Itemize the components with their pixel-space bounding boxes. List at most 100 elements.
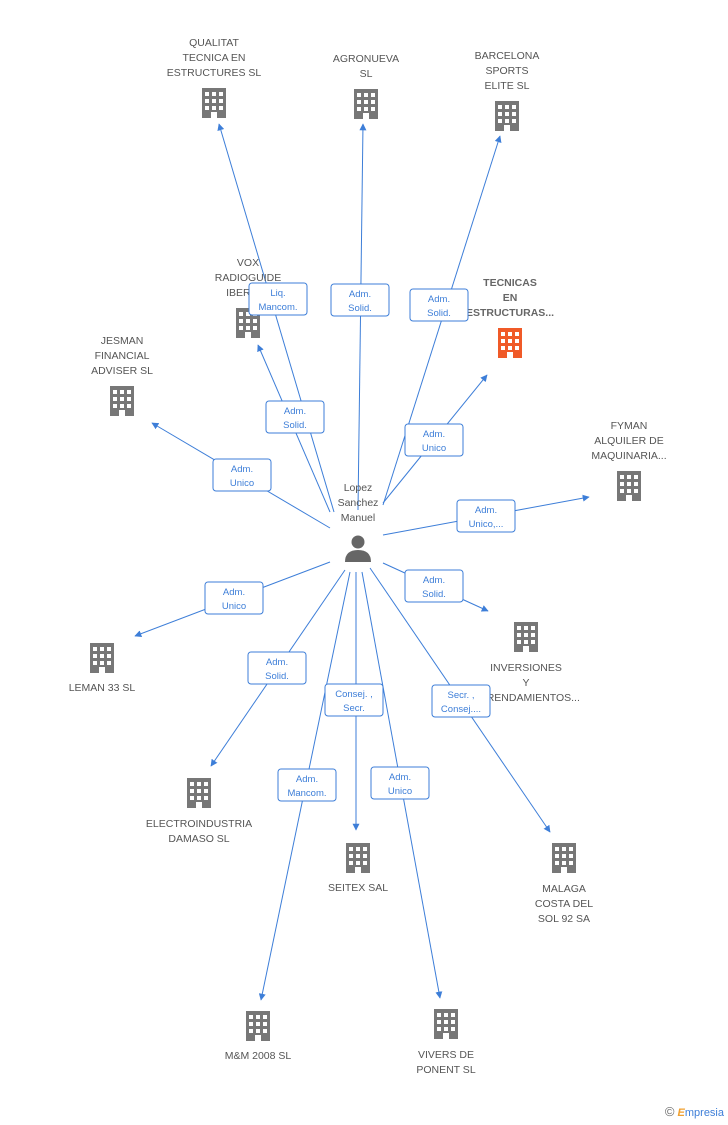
building-icon [346, 843, 370, 873]
company-node-inversiones[interactable]: INVERSIONES Y ARRENDAMIENTOS... [472, 622, 580, 704]
person-name-line: Manuel [341, 512, 375, 524]
edge-agronueva [357, 123, 367, 511]
role-badge-barcelona[interactable]: Adm. Solid. [409, 288, 469, 322]
company-label-line: TECNICAS [483, 277, 537, 289]
role-text-line: Solid. [422, 589, 446, 600]
role-badge-frame [265, 400, 325, 434]
role-text-line: Solid. [427, 308, 451, 319]
role-badge-frame [456, 499, 516, 533]
role-text-line: Adm. [423, 429, 445, 440]
company-label-line: Y [522, 677, 529, 689]
copyright-icon: © [664, 1104, 675, 1119]
role-text-line: Unico [422, 443, 446, 454]
role-badge-electro[interactable]: Adm.Solid. [247, 651, 307, 685]
role-text-line: Consej.... [441, 704, 481, 715]
role-text-line: Adm. [475, 505, 497, 516]
company-node-jesman[interactable]: JESMAN FINANCIAL ADVISER SL [91, 335, 153, 416]
company-label-line: QUALITAT [189, 37, 239, 49]
person-name-line: Sanchez [338, 497, 379, 509]
role-text-line: Mancom. [287, 788, 326, 799]
role-text-line: Adm. [428, 294, 450, 305]
company-label-line: DAMASO SL [168, 833, 229, 845]
company-node-tecnicas[interactable]: TECNICAS EN ESTRUCTURAS... [466, 277, 554, 358]
role-text-line: Adm. [223, 587, 245, 598]
company-label-line: ALQUILER DE [594, 435, 663, 447]
person-name-line: Lopez [344, 482, 373, 494]
company-label-line: JESMAN [101, 335, 144, 347]
role-badge-qualitat[interactable]: Liq.Mancom. [248, 282, 308, 316]
role-badge-frame [404, 423, 464, 457]
building-icon [434, 1009, 458, 1039]
role-badge-vox[interactable]: Adm.Solid. [265, 400, 325, 434]
company-node-seitex[interactable]: SEITEX SAL [328, 843, 388, 894]
role-text-line: Unico,... [469, 519, 504, 530]
company-label-line: VOX [237, 257, 259, 269]
building-icon [90, 643, 114, 673]
building-icon [246, 1011, 270, 1041]
building-icon [354, 89, 378, 119]
company-label-line: RADIOGUIDE [215, 272, 282, 284]
role-text-line: Adm. [349, 289, 371, 300]
company-label-line: ADVISER SL [91, 365, 153, 377]
roles-layer: Liq.Mancom. Adm. Solid. Adm. Solid. Adm. Solid… [204, 282, 516, 802]
role-badge-leman[interactable]: Adm.Unico [204, 581, 264, 615]
company-label-line: COSTA DEL [535, 898, 593, 910]
company-node-fyman[interactable]: FYMAN ALQUILER DE MAQUINARIA... [591, 420, 667, 501]
role-badge-mm2008[interactable]: Adm. Mancom. [277, 768, 337, 802]
company-node-mm2008[interactable]: M&M 2008 SL [225, 1011, 292, 1062]
company-node-leman[interactable]: LEMAN 33 SL [69, 643, 136, 694]
company-label-line: SEITEX SAL [328, 882, 388, 894]
company-label-line: FINANCIAL [95, 350, 150, 362]
building-icon [617, 471, 641, 501]
company-label-line: BARCELONA [475, 50, 540, 62]
role-badge-frame [404, 569, 464, 603]
building-icon [202, 88, 226, 118]
company-label-line: ESTRUCTURAS... [466, 307, 554, 319]
company-label-line: ARRENDAMIENTOS... [472, 692, 580, 704]
role-text-line: Mancom. [258, 302, 297, 313]
role-badge-vivers[interactable]: Adm.Unico [370, 766, 430, 800]
role-badge-jesman[interactable]: Adm.Unico [212, 458, 272, 492]
role-badge-frame [277, 768, 337, 802]
role-text-line: Secr. [343, 703, 365, 714]
building-icon [552, 843, 576, 873]
role-badge-agronueva[interactable]: Adm.Solid. [330, 283, 390, 317]
company-label-line: MAQUINARIA... [591, 450, 666, 462]
role-badge-frame [204, 581, 264, 615]
role-badge-frame [248, 282, 308, 316]
company-label-line: ESTRUCTURES SL [167, 67, 262, 79]
role-badge-frame [212, 458, 272, 492]
role-text-line: Adm. [423, 575, 445, 586]
role-badge-tecnicas[interactable]: Adm. Unico [404, 423, 464, 457]
building-icon [495, 101, 519, 131]
role-badge-seitex[interactable]: Consej. ,Secr. [324, 683, 384, 717]
role-badge-frame [409, 288, 469, 322]
role-badge-inversiones[interactable]: Adm. Solid. [404, 569, 464, 603]
company-label-line: SOL 92 SA [538, 913, 590, 925]
role-badge-frame [431, 684, 491, 718]
role-text-line: Unico [388, 786, 412, 797]
company-label-line: FYMAN [611, 420, 648, 432]
role-text-line: Solid. [265, 671, 289, 682]
role-badge-malaga[interactable]: Secr. ,Consej.... [431, 684, 491, 718]
company-label-line: INVERSIONES [490, 662, 562, 674]
company-label-line: SL [360, 68, 373, 80]
building-icon [498, 328, 522, 358]
role-text-line: Adm. [296, 774, 318, 785]
company-label-line: LEMAN 33 SL [69, 682, 136, 694]
company-label-line: SPORTS [486, 65, 529, 77]
role-badge-fyman[interactable]: Adm. Unico,... [456, 499, 516, 533]
company-label-line: EN [503, 292, 518, 304]
brand-logo-initial: E [677, 1107, 685, 1119]
footer-brand[interactable]: © Empresia [665, 1104, 724, 1119]
role-badge-frame [370, 766, 430, 800]
